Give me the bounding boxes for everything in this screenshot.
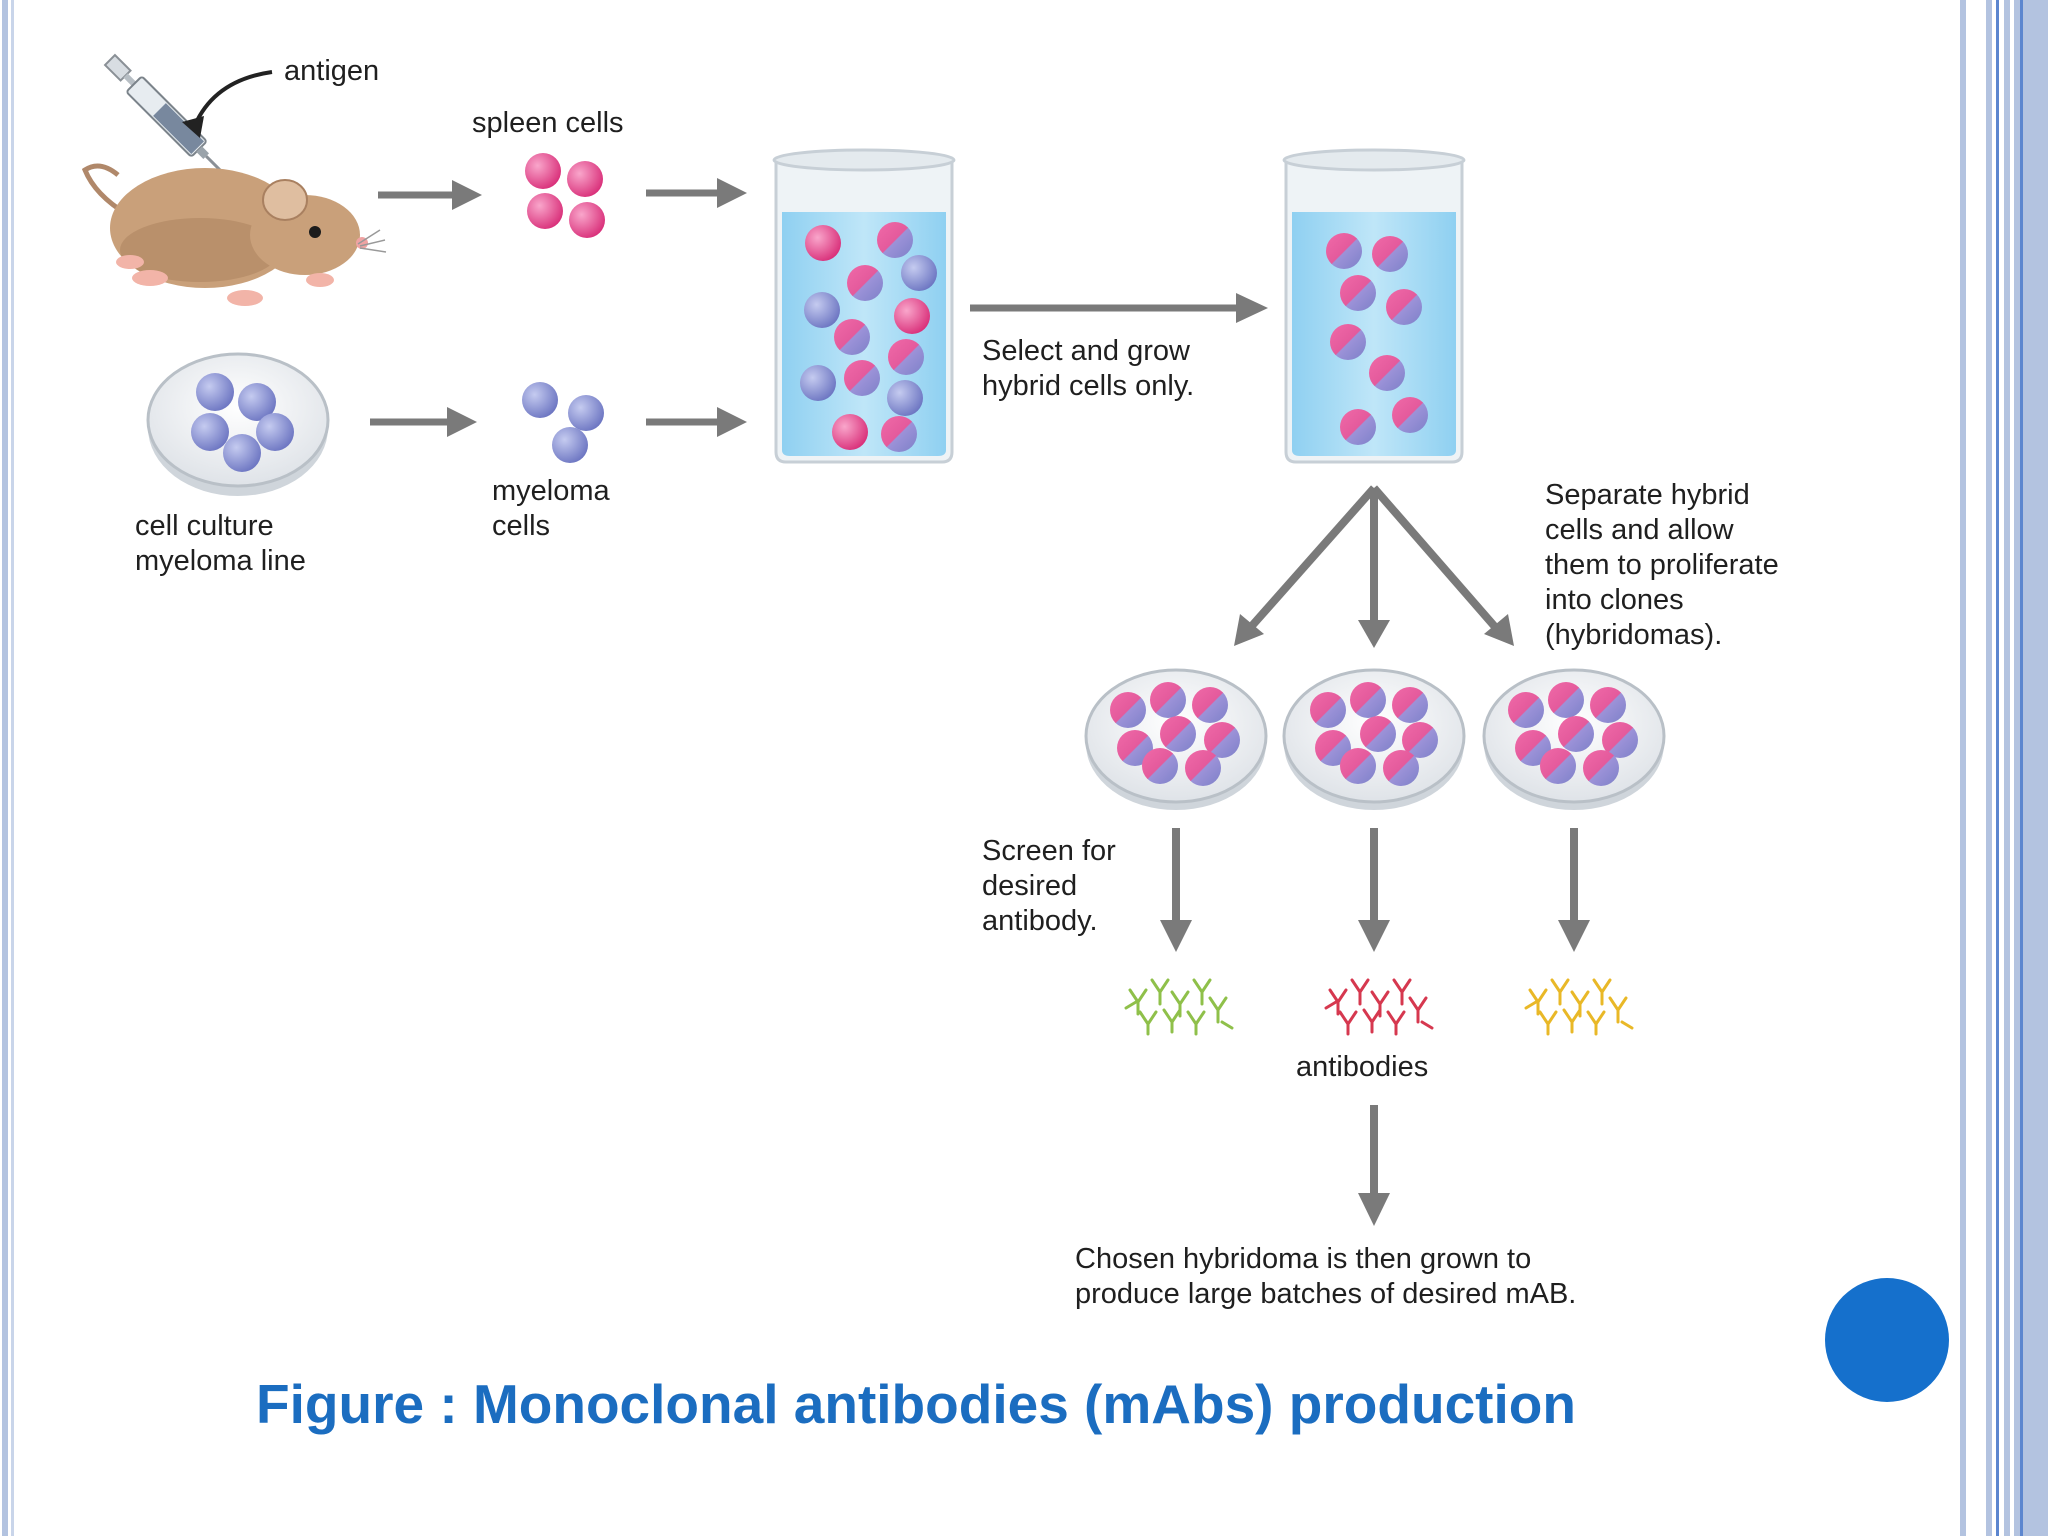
mouse-icon: [81, 163, 387, 306]
label-antibodies: antibodies: [1296, 1051, 1429, 1083]
arrows-split: [1234, 485, 1514, 648]
antibodies-red: [1324, 978, 1434, 1036]
arrows-to-antibodies: [1160, 828, 1590, 952]
arrow-to-production: [1358, 1105, 1390, 1226]
label-screen: Screen for desired antibody.: [982, 835, 1116, 937]
label-select-grow: Select and grow hybrid cells only.: [982, 335, 1195, 402]
arrow-mouse-to-spleen: [378, 180, 482, 210]
label-myeloma-cells: myeloma cells: [492, 475, 610, 542]
label-antigen: antigen: [284, 55, 380, 87]
hybridoma-dish-1: [1084, 668, 1268, 810]
right-border-decoration: [1960, 0, 2048, 1536]
hybridoma-dish-2: [1282, 668, 1466, 810]
arrow-spleen-to-tube: [646, 178, 747, 208]
hybridoma-dish-3: [1482, 668, 1666, 810]
arrow-dish-to-myeloma: [370, 407, 477, 437]
hybrid-tube: [1282, 148, 1466, 464]
petri-dish-myeloma: [146, 352, 330, 496]
figure-caption: Figure : Monoclonal antibodies (mAbs) pr…: [256, 1373, 1576, 1435]
label-cell-culture: cell culture myeloma line: [135, 510, 306, 577]
arrow-select: [970, 293, 1268, 323]
antibodies-green: [1124, 978, 1234, 1036]
syringe-icon: [103, 53, 235, 185]
myeloma-cells: [522, 382, 604, 463]
fusion-tube: [772, 148, 956, 464]
antibodies-yellow: [1524, 978, 1634, 1036]
accent-dot: [1825, 1278, 1949, 1402]
spleen-cells: [525, 153, 605, 238]
arrow-myeloma-to-tube: [646, 407, 747, 437]
left-border-decoration: [0, 0, 18, 1536]
label-separate: Separate hybrid cells and allow them to …: [1545, 479, 1779, 651]
label-spleen-cells: spleen cells: [472, 107, 624, 139]
label-chosen-hybridoma: Chosen hybridoma is then grown to produc…: [1075, 1243, 1577, 1310]
